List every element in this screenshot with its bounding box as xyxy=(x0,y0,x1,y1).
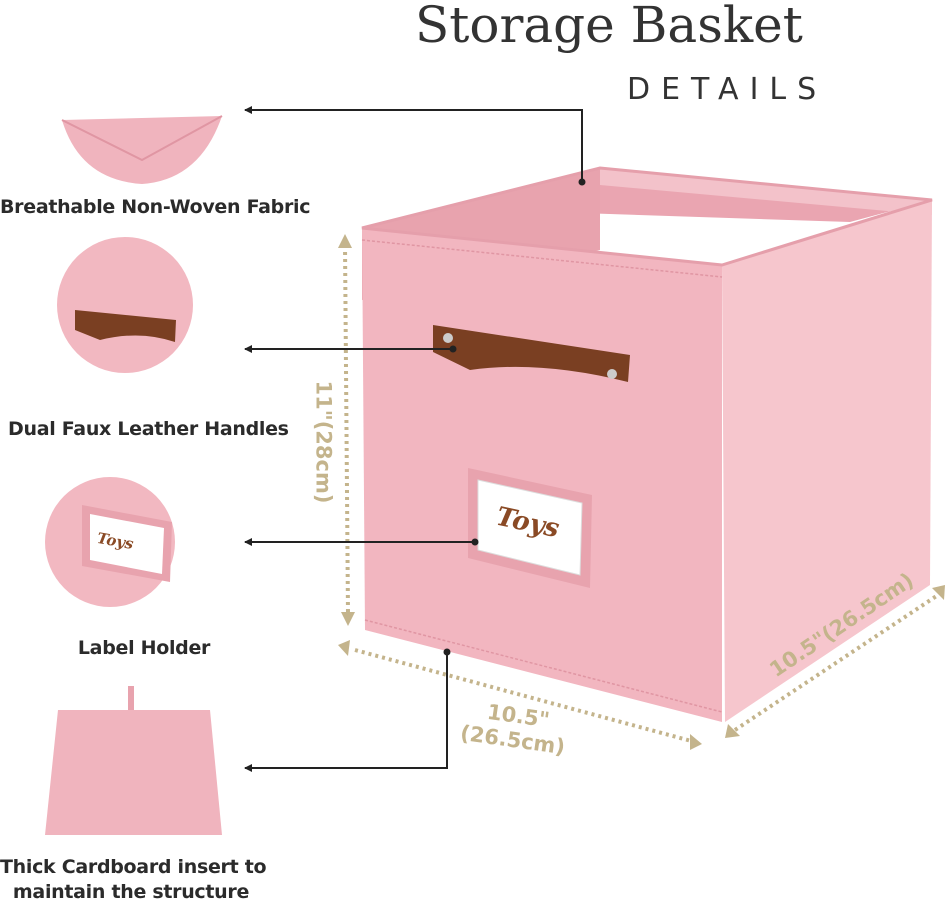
feature-handles-label: Dual Faux Leather Handles xyxy=(8,418,289,440)
leather-handle-icon xyxy=(433,325,630,382)
fabric-corner-image xyxy=(61,115,223,184)
page-subtitle: DETAILS xyxy=(627,72,828,107)
dimension-lines xyxy=(343,244,940,744)
callout-dots xyxy=(244,106,586,772)
height-dimension: 11"(28cm) xyxy=(311,380,336,504)
cardboard-insert-image xyxy=(45,686,222,835)
page-title: Storage Basket xyxy=(415,0,803,54)
feature-label-holder-label: Label Holder xyxy=(77,637,211,659)
feature-insert-label-line2: maintain the structure xyxy=(12,881,250,903)
label-holder-image xyxy=(45,477,175,607)
storage-basket-image xyxy=(361,166,933,722)
feature-insert-label-line1: Thick Cardboard insert to xyxy=(0,856,267,878)
callout-lines xyxy=(245,109,583,769)
leather-handle-image xyxy=(57,237,193,373)
dimension-arrowheads xyxy=(338,234,945,750)
feature-fabric-label: Breathable Non-Woven Fabric xyxy=(0,196,311,218)
